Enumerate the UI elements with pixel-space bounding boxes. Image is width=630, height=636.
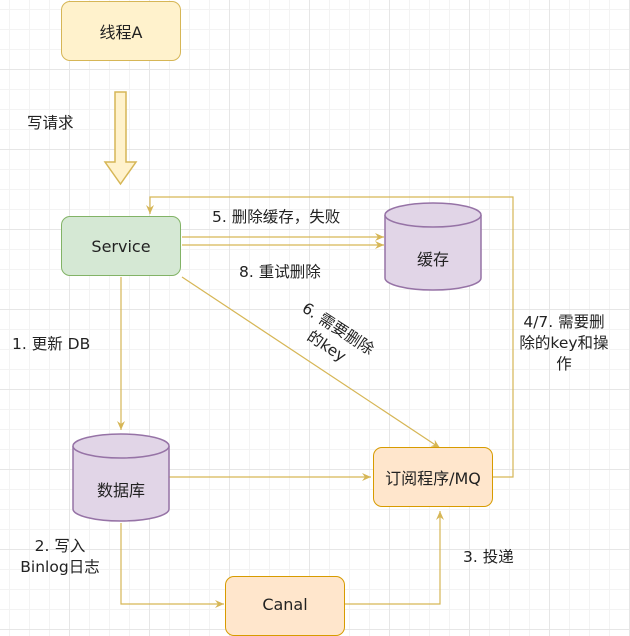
retry-delete-label: 8. 重试删除 (239, 263, 321, 281)
write-request-label: 写请求 (27, 114, 74, 132)
service-label: Service (91, 236, 151, 256)
key-and-op-line1: 4/7. 需要删 (523, 313, 605, 331)
deliver-label: 3. 投递 (463, 548, 514, 566)
write-binlog-edge[interactable] (120, 523, 224, 608)
cache-cylinder[interactable] (384, 202, 482, 291)
key-and-op-line2: 除的key和操 (519, 334, 609, 352)
service-node[interactable]: Service (61, 216, 181, 276)
write-binlog-line1: 2. 写入 (34, 537, 86, 555)
delete-cache-fail-label: 5. 删除缓存，失败 (212, 208, 341, 226)
need-delete-key-edge[interactable] (181, 276, 441, 449)
thread-a-node[interactable]: 线程A (61, 1, 181, 61)
cache-label: 缓存 (416, 250, 449, 269)
database-label: 数据库 (96, 481, 145, 500)
write-binlog-label: 2. 写入 Binlog日志 (5, 536, 115, 578)
deliver-edge[interactable] (345, 511, 444, 605)
mq-node[interactable]: 订阅程序/MQ (373, 447, 493, 507)
canal-label: Canal (262, 595, 308, 614)
key-and-op-label: 4/7. 需要删 除的key和操 作 (509, 312, 619, 375)
diagram-edges (72, 91, 514, 608)
mq-label: 订阅程序/MQ (385, 469, 481, 488)
database-cylinder[interactable] (72, 433, 170, 522)
write-request-block-arrow (103, 91, 138, 186)
thread-a-label: 线程A (99, 23, 143, 42)
canal-node[interactable]: Canal (225, 576, 345, 636)
update-db-label: 1. 更新 DB (12, 335, 91, 353)
key-and-op-edge[interactable] (146, 196, 514, 478)
key-and-op-line3: 作 (556, 355, 572, 373)
write-binlog-line2: Binlog日志 (20, 558, 100, 576)
